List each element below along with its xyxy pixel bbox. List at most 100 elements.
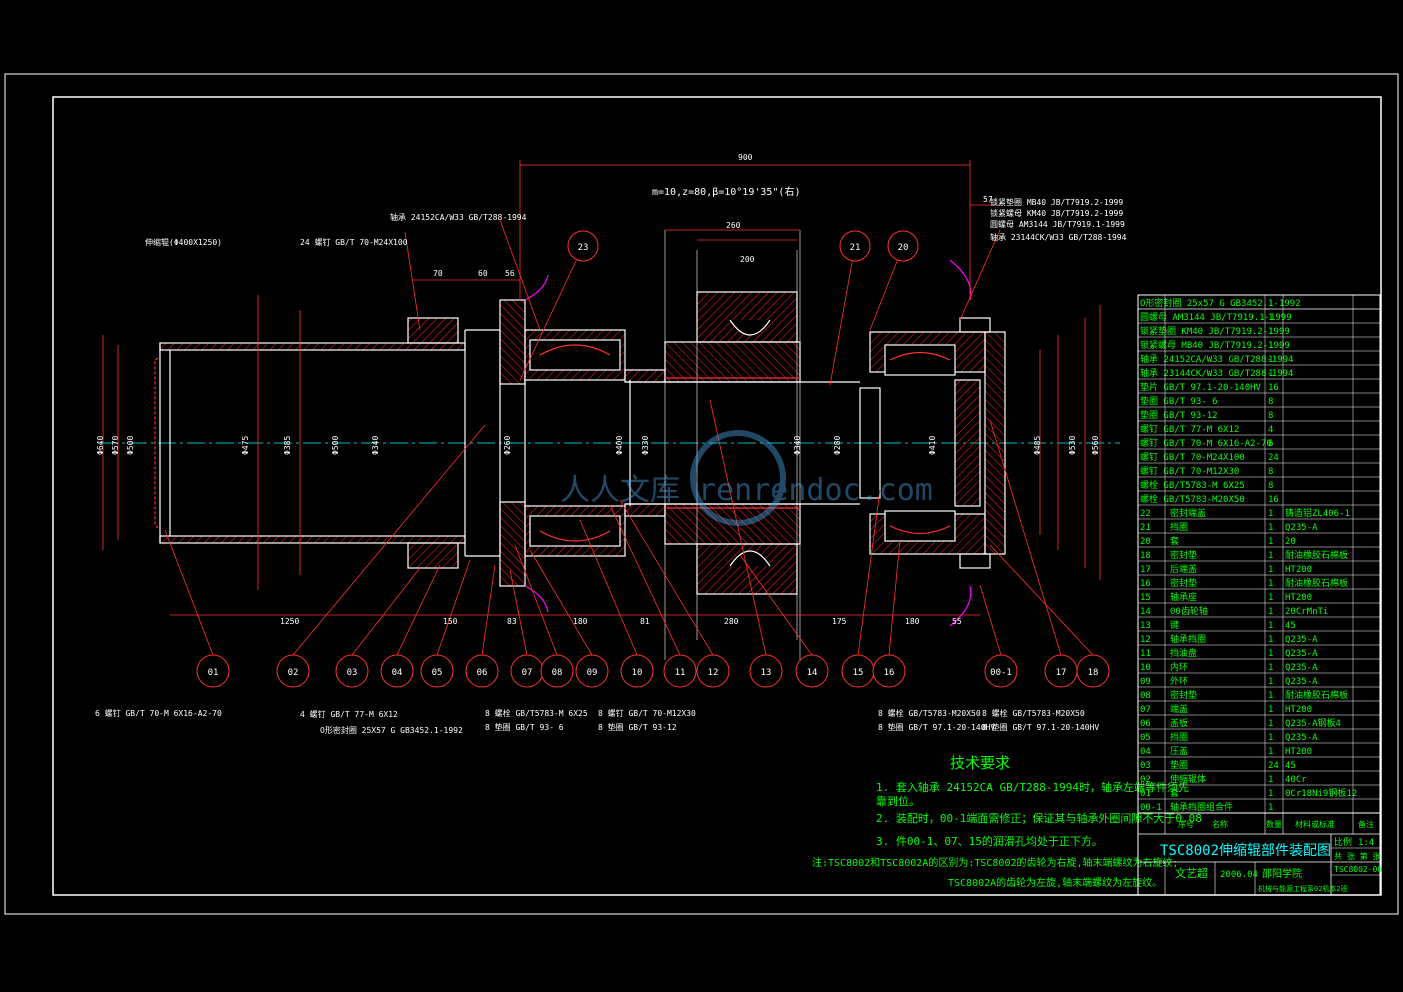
- callout-label: 21: [850, 243, 861, 253]
- part-qty: 24: [1268, 453, 1279, 463]
- leader-notes: 伸缩辊(Φ400X1250) 24 螺钉 GB/T 70-M24X100 轴承 …: [95, 197, 1127, 735]
- tech-item: 1. 套入轴承 24152CA GB/T288-1994时，轴承左端等件须先: [876, 780, 1189, 794]
- diameter-label: Φ330: [641, 436, 650, 455]
- part-qty: 1: [1268, 677, 1273, 687]
- school: 邵阳学院: [1262, 867, 1302, 880]
- diameter-label: Φ560: [1091, 436, 1100, 455]
- dim-label: 57: [983, 195, 993, 204]
- drawing-title: TSC8002伸缩辊部件装配图: [1160, 843, 1331, 859]
- callout-label: 18: [1088, 668, 1099, 678]
- part-material: 铸造铝ZL406-1: [1285, 507, 1350, 519]
- part-qty: 4: [1268, 425, 1273, 435]
- diameter-label: Φ385: [283, 436, 292, 455]
- gear-shaft: [625, 377, 881, 509]
- part-number: 13: [1140, 621, 1151, 631]
- part-number: 10: [1140, 663, 1151, 673]
- diameter-label: Φ530: [1068, 436, 1077, 455]
- part-qty: 1: [1268, 537, 1273, 547]
- leader-note: 锁紧螺母 KM40 JB/T7919.2-1999: [990, 208, 1123, 218]
- callout-label: 02: [288, 668, 299, 678]
- dim-label: 180: [573, 617, 588, 626]
- callout-label: 05: [432, 668, 443, 678]
- note-line: TSC8002A的齿轮为左旋,轴末端螺纹为左旋纹。: [948, 876, 1162, 889]
- callout-circle: [335, 654, 369, 688]
- date: 2006.04: [1220, 870, 1258, 880]
- dim-label: 200: [740, 255, 755, 264]
- diameter-label: Φ340: [793, 436, 802, 455]
- part-name: 端盖: [1170, 703, 1188, 715]
- leader-note: 24 螺钉 GB/T 70-M24X100: [300, 237, 408, 247]
- part-name: 键: [1170, 619, 1179, 631]
- callout-circle: [276, 654, 310, 688]
- callout-circle: [1076, 654, 1110, 688]
- part-qty: 1: [1268, 523, 1273, 533]
- leader-note: 8 垫圈 GB/T 93- 6: [485, 722, 564, 732]
- part-name: 圆螺母 AM3144 JB/T7919.1-1999: [1140, 312, 1292, 323]
- callout-label: 13: [761, 668, 772, 678]
- dim-label: 81: [640, 617, 650, 626]
- col-header: 备注: [1358, 819, 1374, 829]
- col-header: 名称: [1212, 819, 1228, 829]
- dim-label: 1250: [280, 617, 299, 626]
- col-header: 数量: [1266, 819, 1282, 829]
- part-qty: 1: [1268, 803, 1273, 813]
- callout-circle: [696, 654, 730, 688]
- part-number: 11: [1140, 649, 1151, 659]
- part-material: HT200: [1285, 705, 1312, 715]
- callout-label: 17: [1056, 668, 1067, 678]
- part-name: 垫圈 GB/T 93-12: [1140, 409, 1218, 421]
- part-number: 14: [1140, 607, 1151, 617]
- diameter-label: Φ500: [331, 436, 340, 455]
- part-name: 盖板: [1170, 717, 1188, 729]
- callout-circle: [887, 230, 919, 262]
- part-qty: 16: [1268, 495, 1279, 505]
- callout-circle: [839, 230, 871, 262]
- part-qty: 24: [1268, 761, 1279, 771]
- part-qty: 1: [1268, 691, 1273, 701]
- callout-circle: [465, 654, 499, 688]
- part-name: 螺栓 GB/T5783-M 6X25: [1140, 479, 1245, 491]
- leader-note: 8 垫圈 GB/T 97.1-20-140HV: [982, 722, 1099, 732]
- col-header: 序号: [1178, 819, 1194, 829]
- dim-label: 900: [738, 153, 753, 162]
- part-name: 挡圈: [1170, 521, 1188, 533]
- part-material: Q235-A: [1285, 677, 1318, 687]
- tech-heading: 技术要求: [950, 754, 1010, 772]
- top-dimension-labels: 900 260 200 57 70 60 56: [433, 153, 993, 278]
- callout-circle: [984, 654, 1018, 688]
- leader-note: 锁紧垫圈 MB40 JB/T7919.2-1999: [990, 197, 1123, 207]
- part-qty: 1: [1268, 747, 1273, 757]
- diameter-label: Φ260: [503, 436, 512, 455]
- callout-label: 00-1: [990, 668, 1012, 678]
- part-qty: 1: [1268, 635, 1273, 645]
- leader-note: 轴承 23144CK/W33 GB/T288-1994: [990, 232, 1127, 242]
- tech-item: 靠到位。: [876, 794, 920, 808]
- part-material: HT200: [1285, 593, 1312, 603]
- part-name: 锁紧垫圈 KM40 JB/T7919.2-1999: [1140, 325, 1290, 337]
- part-number: 20: [1140, 537, 1151, 547]
- callout-circle: [567, 230, 599, 262]
- gear-spec: m=10,z=80,β=10°19'35"(右): [652, 185, 800, 198]
- part-material: Q235-A: [1285, 635, 1318, 645]
- scale-value: 1:4: [1358, 838, 1374, 848]
- part-qty: 1: [1268, 313, 1273, 323]
- part-qty: 8: [1268, 397, 1273, 407]
- leader-note: 8 螺钉 GB/T 70-M12X30: [598, 708, 696, 718]
- leader-note: 6 螺钉 GB/T 70-M 6X16-A2-70: [95, 708, 222, 718]
- part-number: 06: [1140, 719, 1151, 729]
- part-qty: 1: [1268, 327, 1273, 337]
- callout-circle: [620, 654, 654, 688]
- part-qty: 1: [1268, 565, 1273, 575]
- col-header: 材料或标准: [1295, 819, 1335, 829]
- part-material: 45: [1285, 761, 1296, 771]
- part-name: 螺钉 GB/T 70-M24X100: [1140, 452, 1245, 463]
- part-name: 密封垫: [1170, 549, 1197, 561]
- diameter-label: Φ410: [928, 436, 937, 455]
- part-qty: 1: [1268, 705, 1273, 715]
- leader-note: O形密封圈 25X57 G GB3452.1-1992: [320, 725, 463, 735]
- part-name: 螺栓 GB/T5783-M20X50: [1140, 493, 1245, 505]
- tech-item: 2. 装配时，00-1端面需修正；保证其与轴承外圈间隙不大于0.08: [876, 811, 1202, 825]
- part-number: 17: [1140, 565, 1151, 575]
- diameter-label: Φ340: [371, 436, 380, 455]
